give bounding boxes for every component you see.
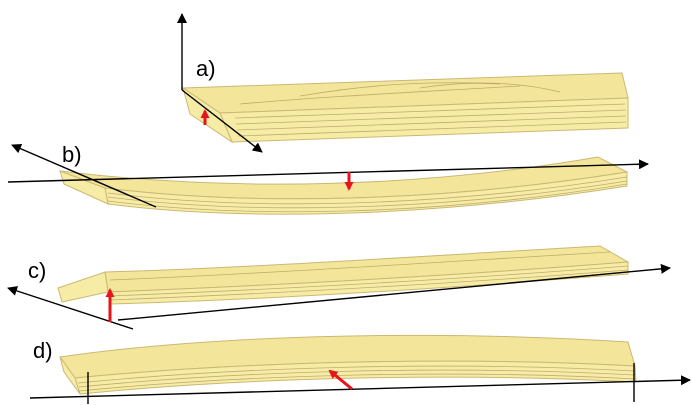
board-c-end — [58, 272, 108, 302]
panel-a: a) — [182, 14, 628, 152]
label-b: b) — [62, 142, 82, 167]
label-c: c) — [28, 258, 46, 283]
panel-b: b) — [8, 142, 648, 214]
axis-b-diagonal — [12, 145, 156, 207]
panel-d: d) — [30, 335, 690, 404]
label-d: d) — [33, 338, 53, 363]
panel-c: c) — [8, 246, 670, 329]
label-a: a) — [196, 56, 216, 81]
